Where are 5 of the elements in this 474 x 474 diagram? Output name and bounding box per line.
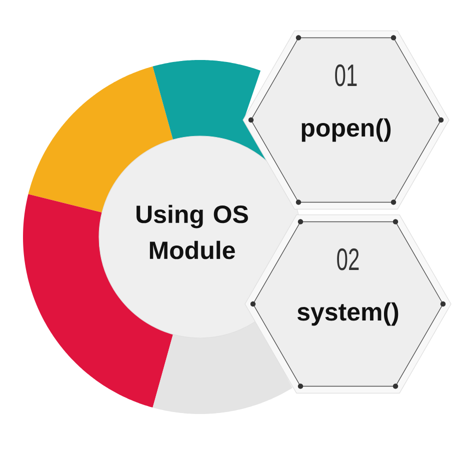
- step-number: 02: [337, 248, 359, 270]
- hexagon-label: popen(): [302, 118, 391, 142]
- step-number: 01: [335, 64, 357, 86]
- circle-label: Using OS Module: [136, 204, 248, 260]
- hexagon-label: system(): [297, 302, 398, 326]
